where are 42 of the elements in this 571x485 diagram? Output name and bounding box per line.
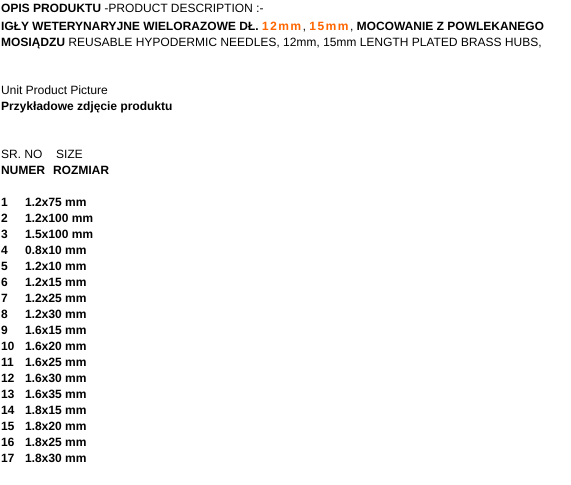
size-value: 1.2x25 mm (25, 290, 86, 306)
size-value: 1.2x15 mm (25, 274, 86, 290)
size-value: 1.2x100 mm (25, 210, 94, 226)
row-number: 14 (1, 402, 14, 418)
size-value: 1.2x75 mm (25, 194, 86, 210)
heading-text: OPIS PRODUKTU -PRODUCT DESCRIPTION :- (1, 0, 264, 16)
row-number: 6 (1, 274, 8, 290)
size-value: 1.6x30 mm (25, 370, 86, 386)
column-header: SR. NO (1, 146, 42, 162)
row-number: 10 (1, 338, 14, 354)
size-value: 1.8x20 mm (25, 418, 86, 434)
description-text: IGŁY WETERYNARYJNE WIELORAZOWE DŁ. 12mm, 15mm, MOCOWANIE Z POWLEKANEGO MOSIĄDZU REUSABLE HYPODERMIC NEEDLES, 12mm, 15mm LENGTH PLATED BRASS HUBS, (1, 18, 545, 50)
size-value: 1.8x15 mm (25, 402, 86, 418)
size-value: 1.5x100 mm (25, 226, 94, 242)
row-number: 12 (1, 370, 14, 386)
size-value: 1.2x10 mm (25, 258, 86, 274)
column-header: SIZE (56, 146, 83, 162)
size-value: 1.2x30 mm (25, 306, 86, 322)
size-value: 1.6x25 mm (25, 354, 86, 370)
row-number: 11 (1, 354, 14, 370)
size-value: 1.6x20 mm (25, 338, 86, 354)
row-number: 5 (1, 258, 8, 274)
row-number: 8 (1, 306, 8, 322)
row-number: 2 (1, 210, 8, 226)
row-number: 4 (1, 242, 8, 258)
size-value: 1.8x25 mm (25, 434, 86, 450)
row-number: 3 (1, 226, 8, 242)
column-header: NUMER (1, 162, 45, 178)
row-number: 7 (1, 290, 8, 306)
row-number: 17 (1, 450, 14, 466)
row-number: 13 (1, 386, 14, 402)
column-header: ROZMIAR (53, 162, 109, 178)
row-number: 1 (1, 194, 8, 210)
row-number: 9 (1, 322, 8, 338)
size-value: 1.6x15 mm (25, 322, 86, 338)
size-value: 1.6x35 mm (25, 386, 86, 402)
section-label: Przykładowe zdjęcie produktu (1, 98, 172, 114)
row-number: 16 (1, 434, 14, 450)
section-label: Unit Product Picture (1, 82, 108, 98)
row-number: 15 (1, 418, 14, 434)
size-value: 1.8x30 mm (25, 450, 86, 466)
size-value: 0.8x10 mm (25, 242, 86, 258)
